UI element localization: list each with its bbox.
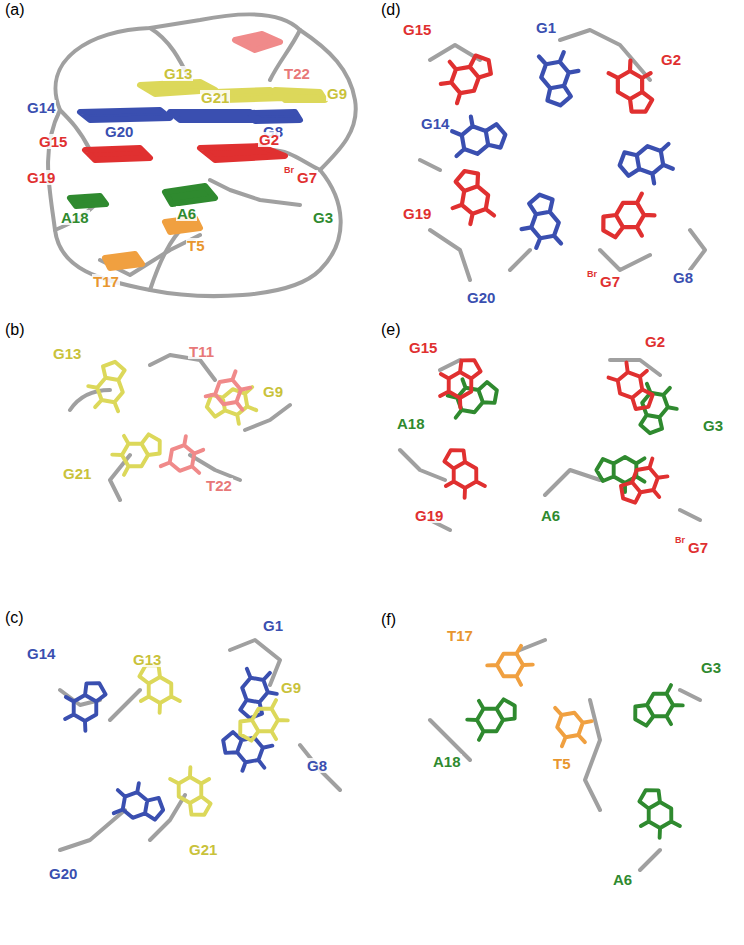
- residue-label: G9: [262, 384, 284, 399]
- residue-label: G13: [132, 652, 162, 667]
- backbone: [430, 640, 700, 870]
- residue-label: G14: [26, 100, 56, 115]
- residue-label: A18: [60, 210, 90, 225]
- residue-label: G20: [48, 866, 78, 881]
- residue-label: A6: [612, 872, 633, 887]
- residue-label: G7: [296, 170, 318, 185]
- residue-label: T11: [188, 344, 215, 359]
- residue-label: T22: [205, 478, 233, 493]
- residue-label: G19: [26, 170, 56, 185]
- residue-label: G1: [262, 618, 284, 633]
- residue-label: T22: [283, 66, 311, 81]
- backbone: [400, 360, 700, 530]
- residue-label: G21: [188, 842, 218, 857]
- residue-label: G3: [702, 418, 724, 433]
- residue-label: G13: [163, 66, 193, 81]
- base-slabs: [70, 34, 325, 268]
- residue-label: G2: [644, 334, 666, 349]
- residue-label: G1: [535, 20, 557, 35]
- residue-label: G19: [414, 508, 444, 523]
- residue-label: G9: [280, 680, 302, 695]
- residue-label: T5: [552, 756, 572, 771]
- residue-label: G9: [326, 86, 348, 101]
- residue-label: G2: [258, 132, 280, 147]
- residue-label: G14: [420, 116, 450, 131]
- residue-label: G8: [306, 758, 328, 773]
- residue-label: G15: [402, 22, 432, 37]
- bromo-superscript: Br: [586, 270, 598, 279]
- residue-label: G15: [38, 134, 68, 149]
- residue-label: T5: [186, 238, 206, 253]
- panel-letter: (b): [4, 322, 26, 338]
- panel-letter: (f): [380, 612, 397, 628]
- residue-label: G13: [52, 346, 82, 361]
- bromo-superscript: Br: [674, 536, 686, 545]
- panel-letter: (d): [380, 2, 402, 18]
- backbone: [60, 640, 340, 850]
- residue-label: A6: [176, 206, 197, 221]
- panel-letter: (c): [4, 610, 25, 626]
- residue-label: G7: [687, 540, 709, 555]
- residue-label: G2: [660, 52, 682, 67]
- residue-label: G21: [200, 90, 230, 105]
- residue-label: G3: [700, 660, 722, 675]
- residue-label: G15: [408, 340, 438, 355]
- residue-label: G8: [672, 270, 694, 285]
- residue-label: G7: [599, 274, 621, 289]
- residue-label: G21: [62, 466, 92, 481]
- residue-label: T17: [446, 628, 474, 643]
- residue-label: G3: [312, 210, 334, 225]
- residue-label: A18: [432, 754, 462, 769]
- residue-label: G20: [466, 290, 496, 305]
- panel-letter: (a): [4, 2, 26, 18]
- backbone: [70, 355, 290, 500]
- residue-label: A6: [540, 508, 561, 523]
- residue-label: G14: [26, 646, 56, 661]
- residue-label: T17: [92, 274, 120, 289]
- backbone: [48, 14, 356, 296]
- backbone: [420, 30, 705, 280]
- residue-label: G20: [104, 124, 134, 139]
- residue-label: G19: [402, 206, 432, 221]
- residue-label: A18: [396, 416, 426, 431]
- bromo-superscript: Br: [283, 166, 295, 175]
- panel-letter: (e): [380, 322, 402, 338]
